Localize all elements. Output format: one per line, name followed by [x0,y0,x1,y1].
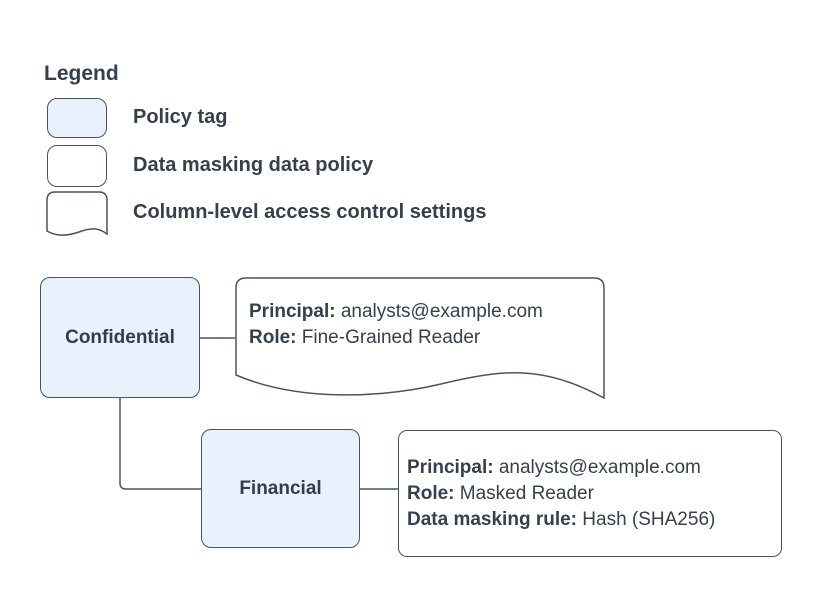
legend-title: Legend [44,62,119,85]
document-shape-icon [46,191,108,236]
access-settings-details: Principal: analysts@example.com Role: Fi… [249,299,543,351]
role-label: Role: [249,327,297,348]
policy-tag-confidential: Confidential [40,277,200,398]
principal-value: analysts@example.com [498,456,701,478]
principal-line: Principal: analysts@example.com [249,299,543,325]
masking-rule-line: Data masking rule: Hash (SHA256) [407,507,781,533]
masking-rule-label: Data masking rule: [407,508,577,530]
connector-confidential-to-financial [119,398,201,490]
policy-tag-financial: Financial [201,429,360,548]
principal-label: Principal: [249,301,336,322]
principal-label: Principal: [407,456,494,478]
role-label: Role: [407,482,455,504]
principal-value: analysts@example.com [340,301,543,322]
role-value: Fine-Grained Reader [301,327,481,348]
role-line: Role: Masked Reader [407,481,781,507]
legend-item-data-masking-policy: Data masking data policy [133,154,374,176]
role-value: Masked Reader [459,482,594,504]
data-masking-policy-box: Principal: analysts@example.com Role: Ma… [398,430,782,557]
legend-item-column-access-settings: Column-level access control settings [133,201,487,223]
principal-line: Principal: analysts@example.com [407,455,781,481]
data-masking-policy-swatch [47,145,107,187]
role-line: Role: Fine-Grained Reader [249,325,543,351]
masking-rule-value: Hash (SHA256) [582,508,716,530]
legend-item-policy-tag: Policy tag [133,106,228,128]
policy-tag-swatch [47,98,107,138]
